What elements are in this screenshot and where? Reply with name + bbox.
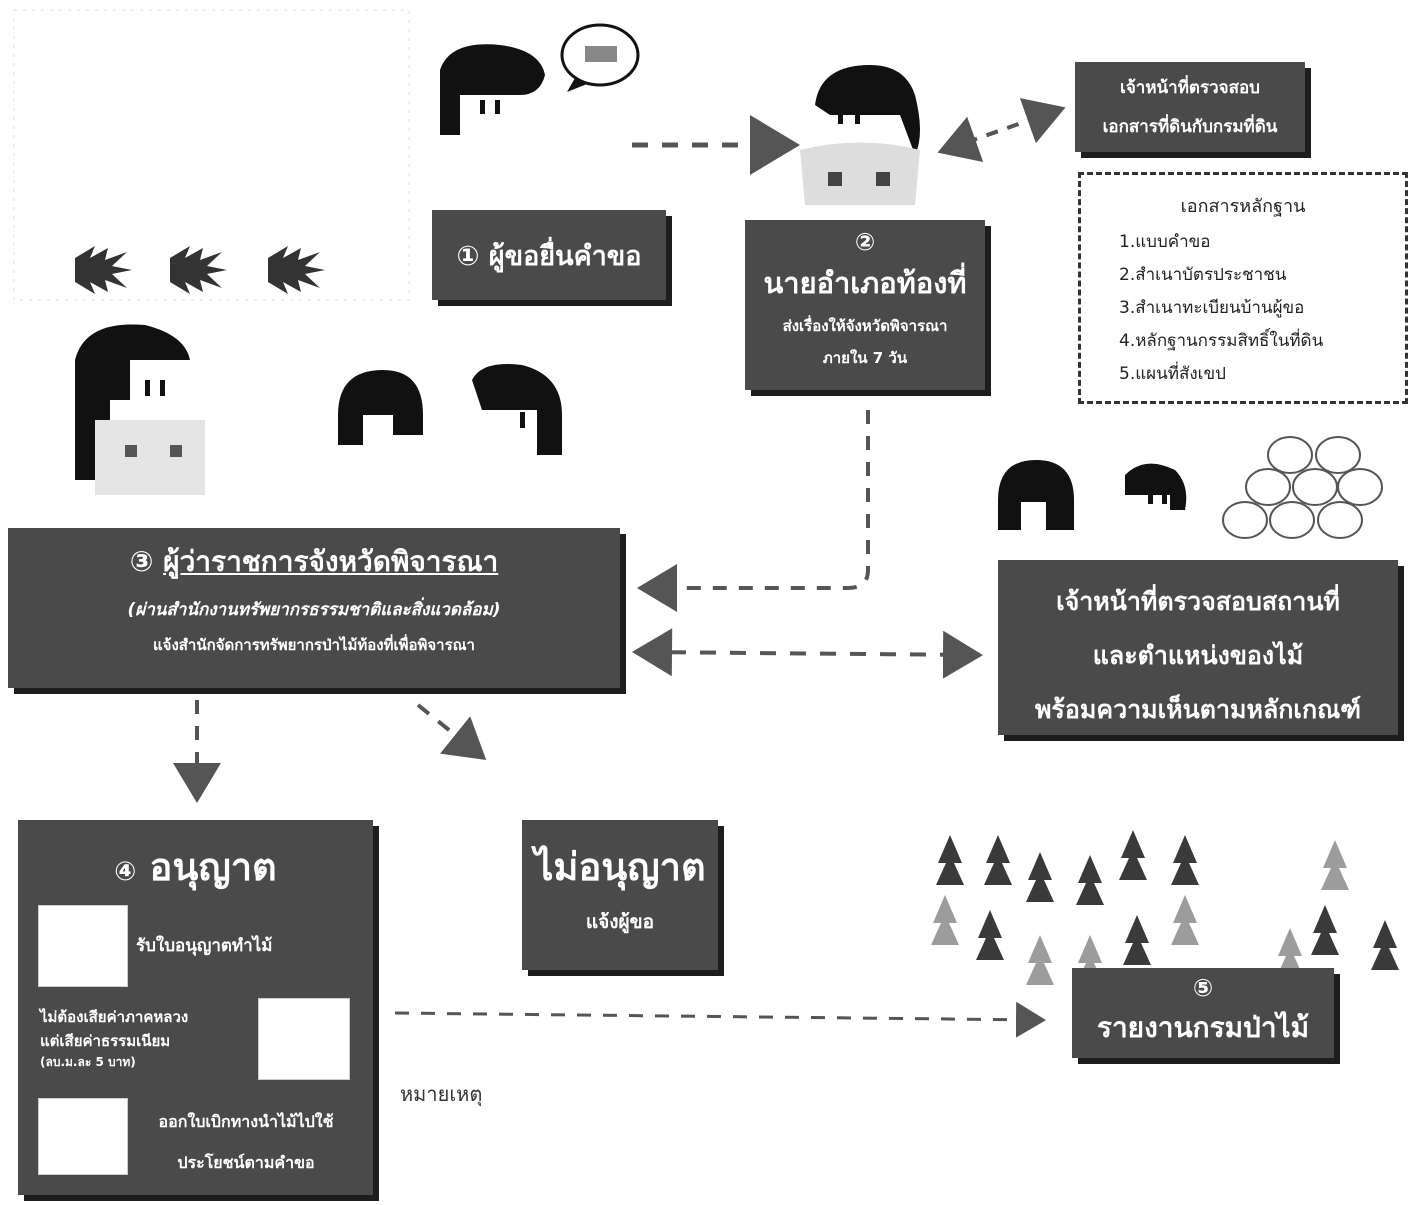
step4-box: ④ อนุญาต รับใบอนุญาตทำไม้ ไม่ต้องเสียค่า… [18, 820, 373, 1195]
step3-sub1: (ผ่านสำนักงานทรัพยากรธรรมชาติและสิ่งแวดล… [127, 600, 501, 620]
flower-icon [268, 246, 325, 294]
step2-sub1: ส่งเรื่องให้จังหวัดพิจารณา [782, 317, 948, 335]
intro-panel [13, 9, 410, 301]
fee-image [258, 998, 350, 1080]
step3-title: ผู้ว่าราชการจังหวัดพิจารณา [163, 545, 499, 578]
step3-number: ③ [129, 545, 154, 578]
step4-item2: ไม่ต้องเสียค่าภาคหลวง แต่เสียค่าธรรมเนีย… [40, 1005, 255, 1072]
evidence-item: 5.แผนที่สังเขป [1119, 364, 1226, 384]
step4-item2-line1: ไม่ต้องเสียค่าภาคหลวง [40, 1008, 189, 1026]
permit-doc-image [38, 905, 128, 987]
step4-number: ④ [114, 857, 137, 887]
tree-icon [1171, 835, 1199, 897]
step2-number: ② [854, 228, 876, 256]
tree-icon [1321, 840, 1349, 902]
arrow-permit-to-report [394, 1001, 1046, 1038]
step4-item3-line2: ประโยชน์ตามคำขอ [177, 1153, 315, 1172]
step3-box: ③ ผู้ว่าราชการจังหวัดพิจารณา (ผ่านสำนักง… [8, 528, 620, 688]
deny-box: ไม่อนุญาต แจ้งผู้ขอ [522, 820, 718, 970]
district-chief-figure-icon [800, 65, 920, 205]
site-inspector-line1: เจ้าหน้าที่ตรวจสอบสถานที่ [1056, 587, 1340, 616]
tree-icon [1171, 895, 1199, 957]
tree-icon [976, 910, 1004, 972]
site-inspector-line3: พร้อมความเห็นตามหลักเกณฑ์ [1034, 695, 1362, 724]
officer-figure-icon [998, 460, 1074, 530]
flower-icon [170, 246, 227, 294]
staff-figure-icon [338, 370, 423, 445]
governor-figure-icon [75, 324, 205, 495]
step5-number: ⑤ [1192, 974, 1214, 1002]
step5-box: ⑤ รายงานกรมป่าไม้ [1072, 968, 1334, 1058]
log-pile-icon [1222, 436, 1383, 539]
tree-icon [1123, 915, 1151, 977]
step2-sub2: ภายใน 7 วัน [822, 349, 908, 367]
doc-inspector-box: เจ้าหน้าที่ตรวจสอบ เอกสารที่ดินกับกรมที่… [1075, 62, 1305, 152]
step4-item2-line3: (ลบ.ม.ละ 5 บาท) [40, 1055, 136, 1069]
evidence-item: 4.หลักฐานกรรมสิทธิ์ในที่ดิน [1119, 331, 1324, 351]
step1-label: ผู้ขอยื่นคำขอ [488, 241, 642, 272]
site-inspector-box: เจ้าหน้าที่ตรวจสอบสถานที่ และตำแหน่งของไ… [998, 560, 1398, 735]
tree-icon [1026, 935, 1054, 997]
staff-figure-icon [472, 364, 562, 455]
step5-title: รายงานกรมป่าไม้ [1096, 1011, 1310, 1044]
step4-item3-line1: ออกใบเบิกทางนำไม้ไปใช้ [158, 1112, 334, 1131]
timber-pass-image [38, 1098, 128, 1175]
deny-sub: แจ้งผู้ขอ [585, 911, 655, 933]
tree-icon [984, 835, 1012, 897]
deny-title: ไม่อนุญาต [534, 845, 706, 889]
evidence-list: 1.แบบคำขอ 2.สำเนาบัตรประชาชน 3.สำเนาทะเบ… [1081, 228, 1405, 387]
arrow-step3-to-site-inspector [632, 628, 983, 679]
evidence-title: เอกสารหลักฐาน [1180, 196, 1306, 217]
applicant-figure-icon [440, 44, 545, 135]
forest-trees [931, 830, 1399, 997]
tree-icon [936, 835, 964, 897]
tree-icon [931, 895, 959, 957]
note-label: หมายเหตุ [400, 1082, 483, 1106]
step4-item2-line2: แต่เสียค่าธรรมเนียม [40, 1032, 171, 1050]
tree-icon [1371, 920, 1399, 982]
tree-icon [1026, 852, 1054, 914]
step4-item1: รับใบอนุญาตทำไม้ [136, 936, 273, 956]
tree-icon [1311, 905, 1339, 967]
step1-number: ① [456, 241, 480, 272]
tree-icon [1076, 855, 1104, 917]
doc-inspector-line2: เอกสารที่ดินกับกรมที่ดิน [1102, 117, 1278, 137]
arrow-step3-to-deny [416, 703, 487, 761]
site-inspector-line2: และตำแหน่งของไม้ [1092, 641, 1304, 670]
step4-title: อนุญาต [149, 845, 277, 889]
step2-box: ② นายอำเภอท้องที่ ส่งเรื่องให้จังหวัดพิจ… [745, 220, 985, 390]
arrow-step2-to-step3 [637, 410, 870, 612]
evidence-panel: เอกสารหลักฐาน 1.แบบคำขอ 2.สำเนาบัตรประชา… [1078, 172, 1408, 404]
doc-inspector-line1: เจ้าหน้าที่ตรวจสอบ [1120, 78, 1260, 98]
flower-icon [75, 246, 132, 294]
step1-box: ① ผู้ขอยื่นคำขอ [432, 210, 666, 300]
step4-item3: ออกใบเบิกทางนำไม้ไปใช้ ประโยชน์ตามคำขอ [136, 1110, 356, 1176]
evidence-item: 3.สำเนาทะเบียนบ้านผู้ขอ [1119, 298, 1305, 318]
evidence-item: 2.สำเนาบัตรประชาชน [1119, 265, 1287, 285]
step2-title: นายอำเภอท้องที่ [763, 266, 967, 300]
tree-icon [1119, 830, 1147, 892]
arrow-step2-to-doc-inspector [937, 98, 1066, 162]
step3-sub2: แจ้งสำนักจัดการทรัพยากรป่าไม้ท้องที่เพื่… [153, 636, 475, 654]
evidence-item: 1.แบบคำขอ [1119, 232, 1211, 252]
speech-bubble-icon [560, 23, 640, 92]
officer-figure-icon [1125, 463, 1187, 510]
